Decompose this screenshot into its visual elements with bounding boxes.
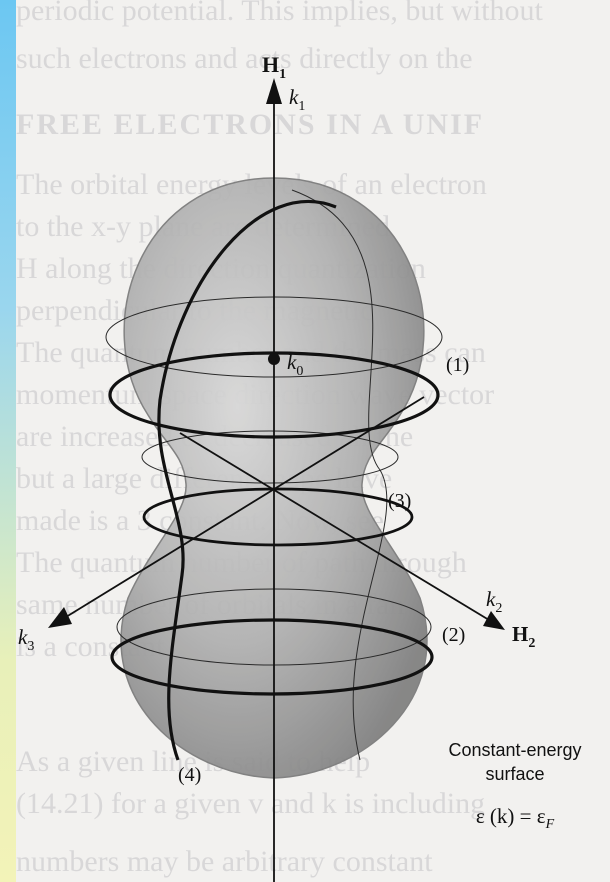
h1-label: H1 <box>262 52 286 82</box>
k3-label: k3 <box>18 625 34 654</box>
orbit-3 <box>142 487 414 547</box>
neck-latitude-line <box>141 430 399 484</box>
background-text-line: (14.21) for a given v and k is including <box>16 787 486 820</box>
k1-label: k1 <box>289 85 305 114</box>
h2-label: H2 <box>512 622 535 651</box>
background-text-line: numbers may be arbitrary constant <box>16 845 433 878</box>
background-text-line: such electrons and acts directly on the <box>16 42 473 75</box>
k3-axis <box>65 396 425 618</box>
orbit-1-label: (1) <box>446 354 469 376</box>
orbit-3-label: (3) <box>388 490 411 512</box>
orbit-4-label: (4) <box>178 764 201 786</box>
background-text-line: periodic potential. This implies, but wi… <box>16 0 543 27</box>
k0-point <box>268 353 280 365</box>
background-section-heading: FREE ELECTRONS IN A UNIF <box>16 108 485 141</box>
k2-arrowhead <box>483 611 505 630</box>
h1-arrowhead <box>266 78 282 104</box>
k2-label: k2 <box>486 587 502 616</box>
caption-line-2: surface <box>485 764 545 784</box>
slide-left-gradient-strip <box>0 0 16 882</box>
caption-equation: ε (k) = εF <box>475 804 555 833</box>
k3-arrowhead <box>48 607 72 628</box>
k2-axis <box>179 432 490 621</box>
orbit-2-label: (2) <box>442 624 465 646</box>
orbit-2 <box>110 618 434 696</box>
caption-line-1: Constant-energy <box>448 740 582 760</box>
meridian-line <box>291 189 388 761</box>
orbit-4 <box>157 199 337 761</box>
k0-label: k0 <box>287 350 303 379</box>
